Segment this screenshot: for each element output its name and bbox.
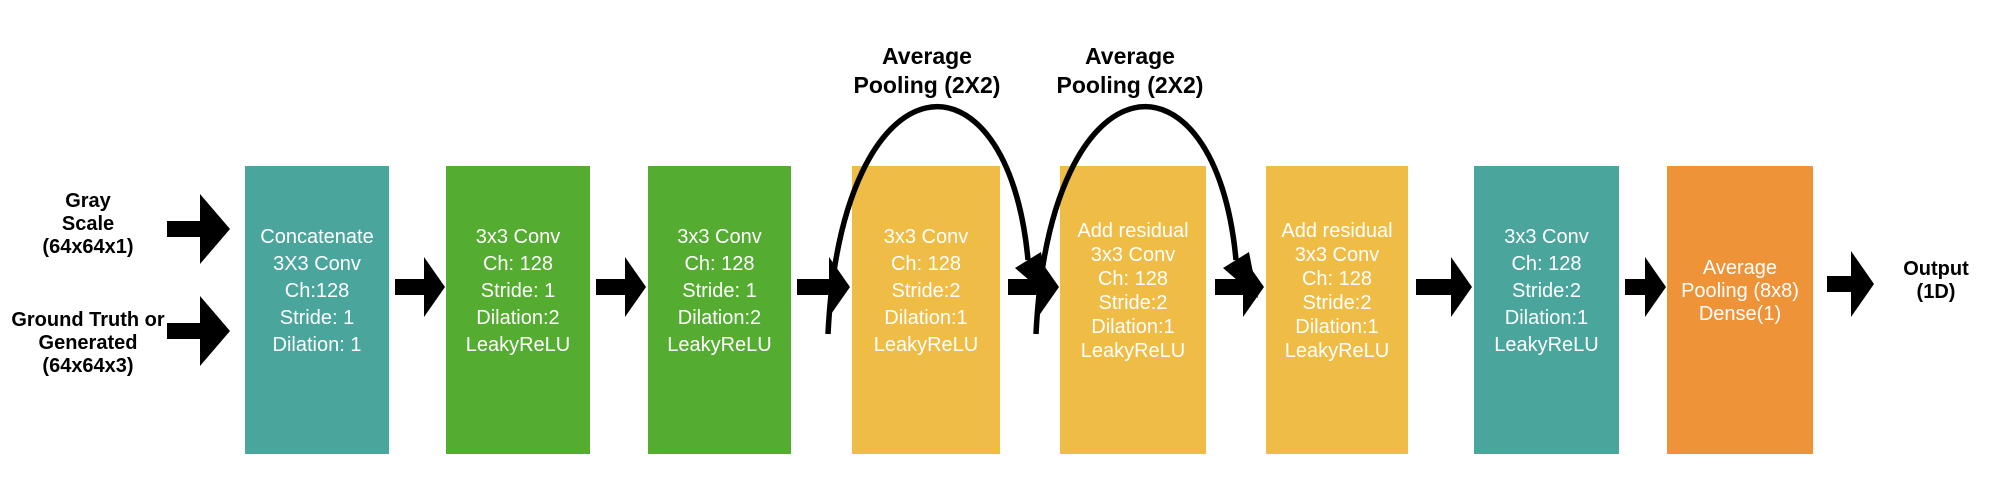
- flow-arrow-1: [395, 257, 445, 317]
- text-line: Stride:2: [891, 279, 961, 302]
- skip-connection-arrowhead-2: [1223, 252, 1258, 298]
- flow-arrow-3: [797, 257, 850, 317]
- text-line: Dilation:1: [1504, 306, 1589, 329]
- text-line: LeakyReLU: [873, 333, 979, 356]
- output-label: Output (1D): [1880, 258, 1992, 304]
- text-line: LeakyReLU: [465, 333, 571, 356]
- text-line: Ch: 128: [684, 252, 755, 275]
- avg-pooling-label-2: Average Pooling (2X2): [1028, 42, 1232, 100]
- block-avgpool-dense: Average Pooling (8x8) Dense(1): [1667, 166, 1813, 454]
- block-conv-dilated-2: 3x3 Conv Ch: 128 Stride: 1 Dilation:2 Le…: [648, 166, 791, 454]
- text-line: Gray: [65, 190, 111, 212]
- text-line: 3x3 Conv: [475, 225, 561, 248]
- text-line: Stride: 1: [682, 279, 757, 302]
- block-add-residual-1: Add residual 3x3 Conv Ch: 128 Stride:2 D…: [1060, 166, 1206, 454]
- flow-arrow-5: [1215, 257, 1264, 317]
- text-line: Dilation:2: [476, 306, 560, 329]
- text-line: Average: [1702, 256, 1778, 279]
- text-line: Scale: [61, 213, 115, 235]
- text-line: Average: [882, 43, 972, 69]
- block-conv-final: 3x3 Conv Ch: 128 Stride:2 Dilation:1 Lea…: [1474, 166, 1619, 454]
- text-line: (64x64x1): [42, 236, 134, 258]
- text-line: 3x3 Conv: [1294, 244, 1380, 266]
- text-line: Concatenate: [260, 225, 374, 248]
- input-arrow-grayscale: [167, 194, 230, 264]
- text-line: LeakyReLU: [667, 333, 772, 356]
- text-line: Ground Truth or: [11, 309, 165, 331]
- text-line: Add residual: [1281, 220, 1393, 242]
- text-line: Ch: 128: [890, 252, 962, 275]
- text-line: Stride:2: [1302, 292, 1372, 314]
- block-conv-stride2: 3x3 Conv Ch: 128 Stride:2 Dilation:1 Lea…: [852, 166, 1000, 454]
- text-line: Ch:128: [284, 279, 350, 302]
- input-label-grayscale: Gray Scale (64x64x1): [3, 190, 173, 259]
- output-arrow: [1827, 251, 1874, 317]
- text-line: 3x3 Conv: [1504, 225, 1589, 248]
- text-line: Ch: 128: [1511, 252, 1582, 275]
- text-line: Ch: 128: [1301, 268, 1373, 290]
- text-line: Pooling (2X2): [853, 72, 1001, 98]
- text-line: Ch: 128: [482, 252, 554, 275]
- block-add-residual-2: Add residual 3x3 Conv Ch: 128 Stride:2 D…: [1266, 166, 1408, 454]
- text-line: Dilation:1: [884, 306, 968, 329]
- text-line: (1D): [1916, 281, 1956, 303]
- text-line: Output: [1903, 258, 1969, 280]
- text-line: Dilation:1: [1295, 316, 1379, 338]
- text-line: Dilation:2: [677, 306, 762, 329]
- text-line: Stride:2: [1098, 292, 1168, 314]
- block-concatenate-conv: Concatenate 3X3 Conv Ch:128 Stride: 1 Di…: [245, 166, 389, 454]
- text-line: Pooling (2X2): [1056, 72, 1204, 98]
- flow-arrow-2: [596, 257, 646, 317]
- flow-arrow-6: [1416, 257, 1472, 317]
- text-line: (64x64x3): [42, 355, 134, 377]
- avg-pooling-label-1: Average Pooling (2X2): [825, 42, 1029, 100]
- text-line: LeakyReLU: [1284, 340, 1390, 362]
- input-label-ground-truth: Ground Truth or Generated (64x64x3): [3, 309, 173, 378]
- text-line: Add residual: [1077, 220, 1189, 242]
- text-line: Dense(1): [1698, 302, 1782, 325]
- text-line: Average: [1085, 43, 1175, 69]
- text-line: 3X3 Conv: [273, 252, 361, 275]
- skip-connection-arrowhead-1: [1015, 252, 1050, 298]
- flow-arrow-4: [1008, 257, 1059, 317]
- input-arrow-ground-truth: [167, 296, 230, 366]
- text-line: Generated: [38, 332, 138, 354]
- text-line: Ch: 128: [1097, 268, 1169, 290]
- block-conv-dilated-1: 3x3 Conv Ch: 128 Stride: 1 Dilation:2 Le…: [446, 166, 590, 454]
- text-line: LeakyReLU: [1080, 340, 1186, 362]
- text-line: Pooling (8x8): [1681, 279, 1799, 302]
- text-line: Stride:2: [1512, 279, 1581, 302]
- flow-arrow-7: [1625, 257, 1666, 317]
- text-line: Dilation: 1: [272, 333, 362, 356]
- text-line: Stride: 1: [279, 306, 355, 329]
- text-line: 3x3 Conv: [1090, 244, 1176, 266]
- text-line: LeakyReLU: [1494, 333, 1599, 356]
- text-line: Stride: 1: [480, 279, 556, 302]
- text-line: 3x3 Conv: [883, 225, 969, 248]
- text-line: 3x3 Conv: [677, 225, 762, 248]
- text-line: Dilation:1: [1091, 316, 1175, 338]
